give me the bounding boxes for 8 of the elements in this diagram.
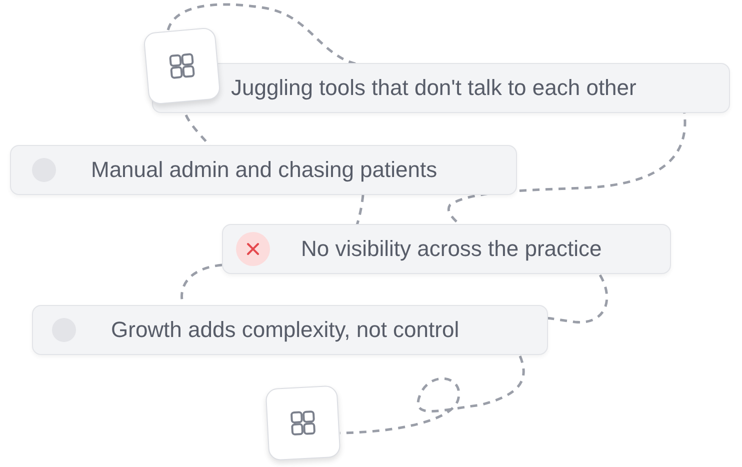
card-text: Manual admin and chasing patients bbox=[91, 157, 438, 183]
card-text: Juggling tools that don't talk to each other bbox=[231, 75, 636, 101]
pill-card bbox=[222, 224, 671, 274]
card-text: Growth adds complexity, not control bbox=[111, 317, 460, 343]
card-text: No visibility across the practice bbox=[301, 236, 602, 262]
pill-card bbox=[32, 305, 548, 355]
pill-card bbox=[152, 63, 730, 113]
pill-card bbox=[10, 145, 517, 195]
